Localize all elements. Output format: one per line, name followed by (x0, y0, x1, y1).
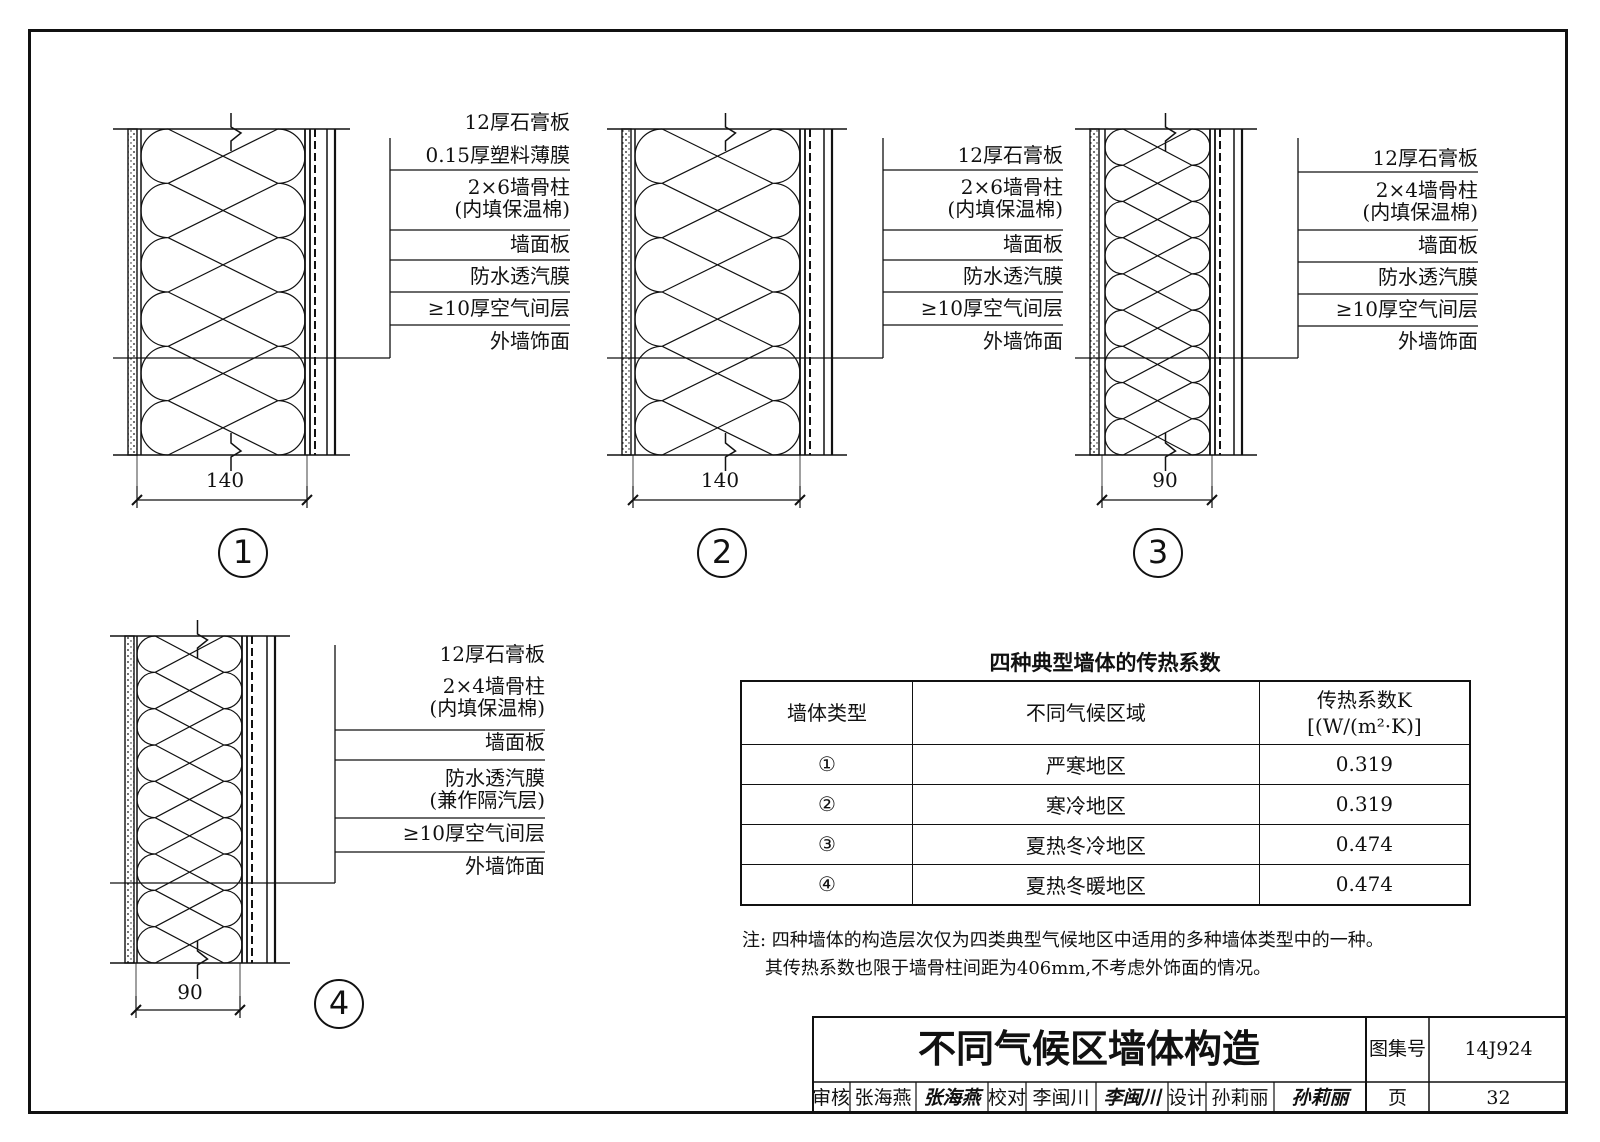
section-3-layer-6: 外墙饰面 (1398, 329, 1478, 353)
section-1-layer-2: 0.15厚塑料薄膜 (425, 143, 570, 167)
reviewer-signature: 张海燕 (923, 1087, 981, 1109)
section-3-layer-3: 墙面板 (1418, 233, 1478, 257)
table-row: ② 寒冷地区 0.319 (740, 783, 1471, 825)
section-1-dimension: 140 (205, 468, 245, 492)
section-2-layer-5: ≥10厚空气间层 (920, 296, 1063, 320)
section-1-layer-3: 2×6墙骨柱 (内填保温棉) (454, 175, 570, 221)
section-4-layer-6: 外墙饰面 (465, 854, 545, 878)
section-3-layer-1: 12厚石膏板 (1372, 146, 1478, 170)
wall-section-4 (110, 620, 545, 1018)
title-block-grid (812, 1016, 1568, 1114)
footnote: 注: 四种墙体的构造层次仅为四类典型气候地区中适用的多种墙体类型中的一种。 其传… (742, 930, 1384, 979)
atlas-label: 图集号 (1368, 1038, 1426, 1060)
check-label: 校对 (988, 1087, 1027, 1109)
section-2-layer-3: 墙面板 (1003, 232, 1063, 256)
section-2-layer-6: 外墙饰面 (983, 329, 1063, 353)
section-3-number-circle: 3 (1133, 528, 1183, 578)
section-3-layer-5: ≥10厚空气间层 (1335, 297, 1478, 321)
table-row: ③ 夏热冬冷地区 0.474 (740, 823, 1471, 865)
section-4-layer-1: 12厚石膏板 (439, 642, 545, 666)
heat-transfer-table: 墙体类型 不同气候区域 传热系数K [(W/(m²·K)] ① 严寒地区 0.3… (740, 680, 1471, 906)
drawing-frame (28, 29, 1568, 1114)
checker-signature: 李闽川 (1103, 1087, 1161, 1109)
section-3-layer-2: 2×4墙骨柱 (内填保温棉) (1362, 178, 1478, 224)
section-4-dimension: 90 (177, 980, 203, 1004)
page-number: 32 (1486, 1087, 1511, 1109)
table-title: 四种典型墙体的传热系数 (989, 651, 1221, 675)
section-4-layer-2: 2×4墙骨柱 (内填保温棉) (429, 674, 545, 720)
title-block (812, 1016, 1568, 1114)
designer-signature: 孙莉丽 (1291, 1087, 1349, 1109)
page-label: 页 (1387, 1087, 1407, 1109)
section-2-layer-1: 12厚石膏板 (957, 143, 1063, 167)
section-2-number-circle: 2 (697, 528, 747, 578)
table-row: ④ 夏热冬暖地区 0.474 (740, 863, 1471, 906)
header-wall-type: 墙体类型 (740, 680, 913, 745)
drawing-title: 不同气候区墙体构造 (917, 1027, 1260, 1071)
wall-section-2 (607, 113, 1063, 508)
section-1-layer-7: 外墙饰面 (490, 329, 570, 353)
section-2-layer-2: 2×6墙骨柱 (内填保温棉) (947, 175, 1063, 221)
section-1-layer-6: ≥10厚空气间层 (427, 296, 570, 320)
table-row: ① 严寒地区 0.319 (740, 744, 1471, 785)
section-3-layer-4: 防水透汽膜 (1378, 265, 1478, 289)
section-1-layer-4: 墙面板 (510, 232, 570, 256)
review-label: 审核 (812, 1087, 851, 1109)
header-climate-region: 不同气候区域 (911, 680, 1260, 745)
section-1-number-circle: 1 (218, 528, 268, 578)
wall-section-1 (113, 113, 570, 508)
section-1-layer-1: 12厚石膏板 (464, 110, 570, 134)
reviewer-name: 张海燕 (854, 1087, 912, 1109)
table-header-row: 墙体类型 不同气候区域 传热系数K [(W/(m²·K)] (740, 680, 1471, 745)
section-4-layer-5: ≥10厚空气间层 (402, 821, 545, 845)
atlas-number: 14J924 (1464, 1038, 1533, 1060)
section-2-dimension: 140 (700, 468, 740, 492)
section-4-layer-4: 防水透汽膜 (兼作隔汽层) (429, 766, 545, 812)
checker-name: 李闽川 (1032, 1087, 1090, 1109)
section-3-dimension: 90 (1152, 468, 1178, 492)
section-1-layer-5: 防水透汽膜 (470, 264, 570, 288)
header-k-value: 传热系数K [(W/(m²·K)] (1258, 680, 1471, 745)
section-4-number-circle: 4 (314, 979, 364, 1029)
section-4-layer-3: 墙面板 (485, 730, 545, 754)
wall-section-3 (1075, 113, 1478, 508)
design-label: 设计 (1168, 1087, 1207, 1109)
section-2-layer-4: 防水透汽膜 (963, 264, 1063, 288)
designer-name: 孙莉丽 (1211, 1087, 1269, 1109)
